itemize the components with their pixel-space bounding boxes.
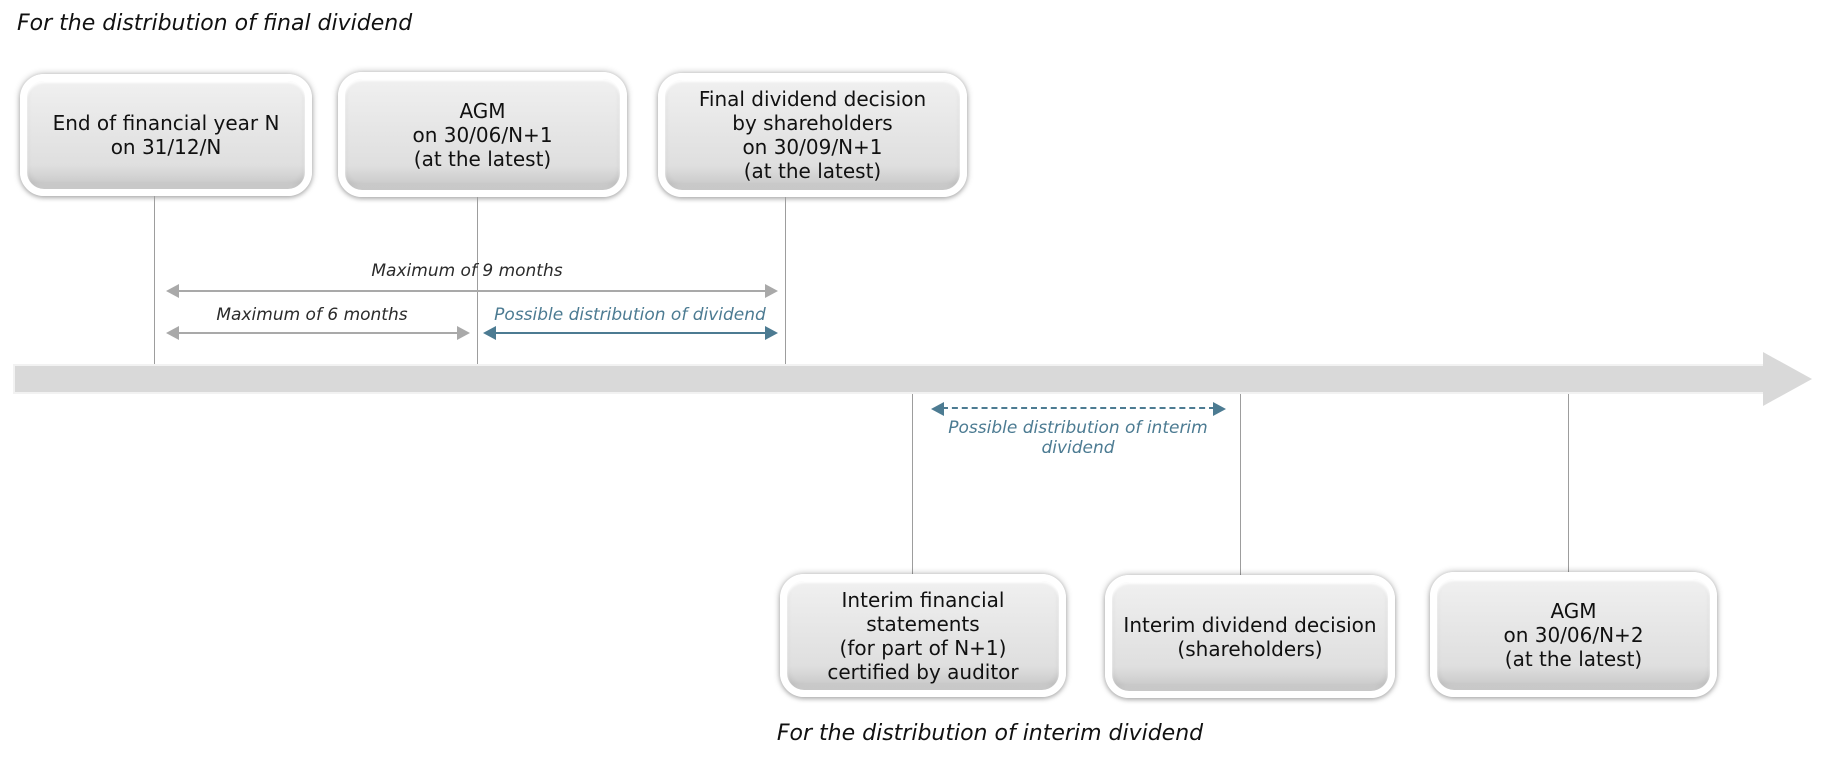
- arrow-head-left-icon: [931, 402, 944, 416]
- arrow-head-right-icon: [457, 326, 470, 340]
- arrow-head-right-icon: [765, 326, 778, 340]
- event-box-final-dividend-decision: Final dividend decision by shareholders …: [658, 73, 967, 197]
- arrow-max-9-months: [166, 284, 778, 298]
- connector-line-end-of-year: [154, 196, 155, 366]
- connector-line-final-dividend-decision: [785, 197, 786, 366]
- event-box-text: Interim financial statements (for part o…: [827, 587, 1019, 684]
- label-max-6-months: Maximum of 6 months: [216, 305, 408, 325]
- arrow-shaft: [494, 332, 767, 334]
- event-box-agm-n-plus-1: AGM on 30/06/N+1 (at the latest): [338, 72, 627, 197]
- connector-line-interim-financial-statements: [912, 392, 913, 574]
- section-title-interim-dividend: For the distribution of interim dividend: [776, 721, 1204, 746]
- arrow-possible-distribution-dividend: [483, 326, 778, 340]
- arrow-head-right-icon: [1213, 402, 1226, 416]
- event-box-agm-n-plus-2: AGM on 30/06/N+2 (at the latest): [1430, 572, 1717, 697]
- connector-line-interim-dividend-decision: [1240, 392, 1241, 575]
- label-possible-distribution-dividend: Possible distribution of dividend: [494, 305, 766, 325]
- arrow-max-6-months: [166, 326, 470, 340]
- event-box-end-of-financial-year: End of financial year N on 31/12/N: [20, 74, 312, 196]
- event-box-interim-dividend-decision: Interim dividend decision (shareholders): [1105, 575, 1395, 698]
- event-box-text: AGM on 30/06/N+2 (at the latest): [1503, 598, 1644, 671]
- event-box-interim-financial-statements: Interim financial statements (for part o…: [780, 574, 1066, 697]
- timeline-bar: [15, 366, 1763, 392]
- connector-line-agm-n-plus-2: [1568, 392, 1569, 572]
- label-possible-distribution-interim-dividend: Possible distribution of interim dividen…: [948, 418, 1208, 458]
- arrow-possible-distribution-interim-dividend: [931, 402, 1226, 416]
- event-box-text: Interim dividend decision (shareholders): [1123, 612, 1377, 661]
- label-max-9-months: Maximum of 9 months: [371, 261, 563, 281]
- arrow-shaft: [177, 332, 459, 334]
- arrow-head-left-icon: [483, 326, 496, 340]
- event-box-text: AGM on 30/06/N+1 (at the latest): [412, 98, 553, 171]
- event-box-text: Final dividend decision by shareholders …: [698, 87, 927, 183]
- arrow-head-left-icon: [166, 284, 179, 298]
- arrow-head-left-icon: [166, 326, 179, 340]
- timeline-arrowhead-icon: [1763, 352, 1812, 406]
- connector-line-agm-n-plus-1: [477, 197, 478, 366]
- arrow-shaft: [942, 407, 1215, 409]
- event-box-text: End of financial year N on 31/12/N: [52, 111, 280, 159]
- section-title-final-dividend: For the distribution of final dividend: [17, 11, 413, 36]
- arrow-head-right-icon: [765, 284, 778, 298]
- arrow-shaft: [177, 290, 767, 292]
